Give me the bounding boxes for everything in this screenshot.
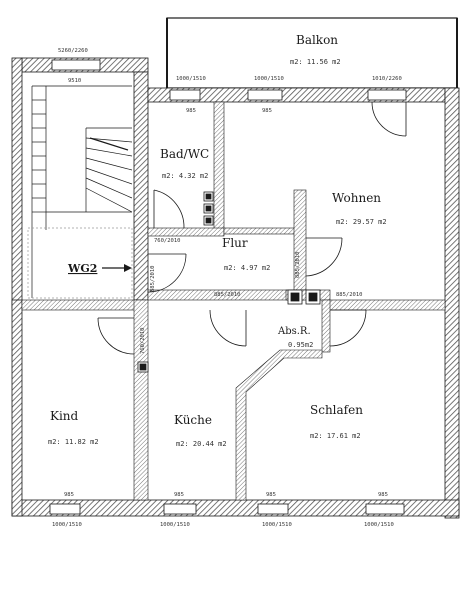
dim-door-wohnen: 885/2010 (295, 252, 301, 279)
dim-bottom-w3: 1000/1510 (262, 522, 292, 528)
wohnen-label: Wohnen (332, 191, 381, 205)
kueche-area: m2: 20.44 m2 (176, 440, 227, 448)
dim-door-entry: 885/2010 (150, 266, 156, 293)
balcony-door (367, 89, 407, 101)
balcony-window-mid (247, 89, 283, 101)
windows (49, 59, 407, 515)
kueche-label: Küche (174, 413, 212, 427)
kind-label: Kind (50, 409, 79, 423)
wohnen-area: m2: 29.57 m2 (336, 218, 387, 226)
abs-area: 0.95m2 (288, 341, 313, 349)
schlafen-window-right (365, 503, 405, 515)
dim-sill-schlafen: 985 (378, 492, 388, 498)
dimension-labels: 5260/2260 9510 1000/1510 1000/1510 1010/… (52, 48, 402, 528)
stair-window (51, 59, 101, 71)
balkon-area: m2: 11.56 m2 (290, 58, 341, 66)
unit-label: WG2 (67, 262, 97, 275)
dim-bottom-w1: 1000/1510 (52, 522, 82, 528)
dim-sill-kueche: 985 (174, 492, 184, 498)
room-labels: Balkon m2: 11.56 m2 Bad/WC m2: 4.32 m2 W… (48, 33, 387, 448)
schlafen-window-left (257, 503, 289, 515)
kind-area: m2: 11.82 m2 (48, 438, 99, 446)
doors (97, 101, 407, 355)
flur-area: m2: 4.97 m2 (224, 264, 270, 272)
flur-label: Flur (222, 236, 248, 250)
kind-window (49, 503, 81, 515)
balcony (166, 17, 458, 89)
bad-label: Bad/WC (160, 147, 209, 161)
dim-door-flur-bottom: 885/2010 (214, 292, 241, 298)
dim-top-window: 5260/2260 (58, 48, 88, 54)
schlafen-area: m2: 17.61 m2 (310, 432, 361, 440)
dim-door-kind: 760/2010 (140, 328, 146, 355)
vent-shafts (137, 191, 321, 373)
kueche-window (163, 503, 197, 515)
schlafen-label: Schlafen (310, 403, 363, 417)
dim-wohnen-window: 985 (262, 108, 272, 114)
dim-balcony-w1: 1000/1510 (176, 76, 206, 82)
dim-door-flur: 760/2010 (154, 238, 181, 244)
dim-sill-kind: 985 (64, 492, 74, 498)
dim-stair-window: 9510 (68, 78, 81, 84)
dim-door-schlafen: 885/2010 (336, 292, 363, 298)
balkon-label: Balkon (296, 33, 338, 47)
balcony-window-left (169, 89, 201, 101)
entry-arrow (102, 264, 132, 272)
dim-bottom-w4: 1000/1510 (364, 522, 394, 528)
dim-balcony-door: 1010/2260 (372, 76, 402, 82)
abs-label: Abs.R. (277, 326, 311, 337)
dim-sill-mid: 985 (266, 492, 276, 498)
bad-area: m2: 4.32 m2 (162, 172, 208, 180)
dim-balcony-w2: 1000/1510 (254, 76, 284, 82)
dim-bad-window: 985 (186, 108, 196, 114)
staircase (24, 74, 133, 299)
dim-bottom-w2: 1000/1510 (160, 522, 190, 528)
